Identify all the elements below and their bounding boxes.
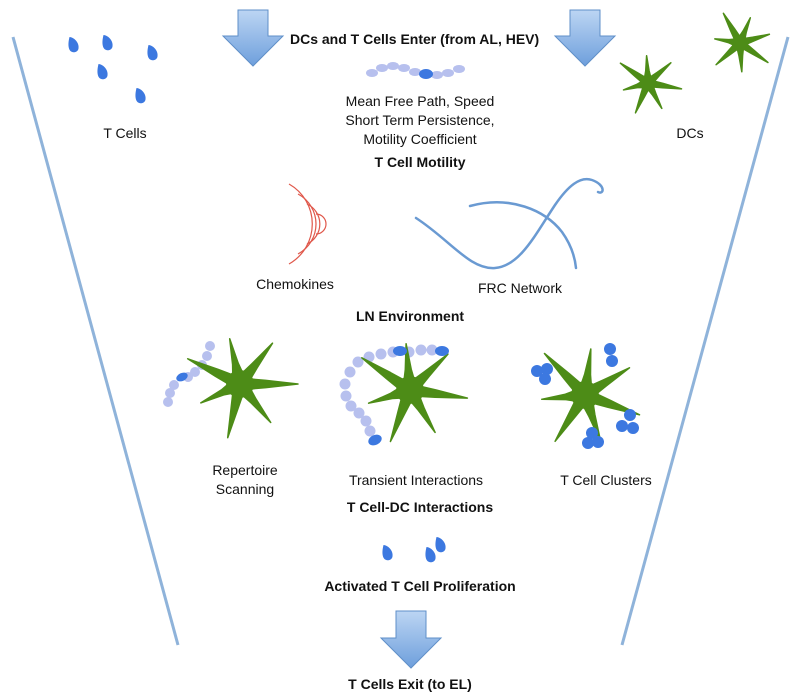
- dc-core: [731, 34, 749, 52]
- funnel-left-line: [11, 36, 180, 646]
- t-cells-label: T Cells: [103, 125, 147, 141]
- dc-core: [571, 381, 599, 409]
- dcs-label: DCs: [676, 125, 704, 141]
- t-cell-icon: [147, 45, 158, 61]
- t-cell-clusters-icon: [531, 343, 641, 449]
- motility-track-icon: [366, 62, 465, 79]
- repertoire-scanning-icon: [163, 338, 299, 439]
- proliferation-title: Activated T Cell Proliferation: [324, 578, 516, 594]
- t-cell-icon: [135, 88, 146, 104]
- proliferating-t-cells-group: [382, 537, 446, 563]
- dc-icon: [619, 55, 683, 114]
- motility-line-1: Mean Free Path, Speed: [345, 93, 495, 109]
- entry-title: DCs and T Cells Enter (from AL, HEV): [290, 31, 540, 47]
- t-cell-icon: [97, 64, 108, 80]
- dc-icon: [714, 12, 771, 73]
- t-cell-clusters-label: T Cell Clusters: [560, 472, 652, 488]
- t-cell-icon: [435, 537, 446, 553]
- interactions-title: T Cell-DC Interactions: [346, 499, 494, 515]
- dc-icon: [186, 338, 299, 439]
- motility-line-2: Short Term Persistence,: [345, 112, 495, 128]
- dc-core: [396, 376, 424, 404]
- dc-icon: [361, 343, 469, 443]
- dc-core: [226, 370, 254, 398]
- ln-environment-title: LN Environment: [355, 308, 465, 324]
- entry-arrow-right-icon: [553, 9, 617, 67]
- repertoire-label-2: Scanning: [215, 481, 275, 497]
- motility-title: T Cell Motility: [374, 154, 466, 170]
- entry-arrow-left-icon: [221, 9, 285, 67]
- exit-title: T Cells Exit (to EL): [348, 676, 472, 692]
- frc-network-label: FRC Network: [477, 280, 562, 296]
- transient-interactions-icon: [339, 343, 469, 446]
- frc-network-icon: [414, 177, 604, 270]
- t-cells-group: [68, 35, 158, 104]
- t-cell-icon: [102, 35, 113, 51]
- funnel-right-line: [620, 36, 790, 646]
- chemokine-icon: [288, 183, 327, 265]
- repertoire-label-1: Repertoire: [212, 462, 278, 478]
- t-cell-icon: [425, 547, 436, 563]
- motility-line-3: Motility Coefficient: [363, 131, 477, 147]
- dc-core: [639, 74, 657, 92]
- dc-icon: [540, 348, 641, 443]
- t-cell-icon: [68, 37, 79, 53]
- exit-arrow-icon: [379, 610, 443, 669]
- t-cell-icon: [382, 545, 393, 561]
- chemokines-label: Chemokines: [256, 276, 334, 292]
- transient-interactions-label: Transient Interactions: [348, 472, 484, 488]
